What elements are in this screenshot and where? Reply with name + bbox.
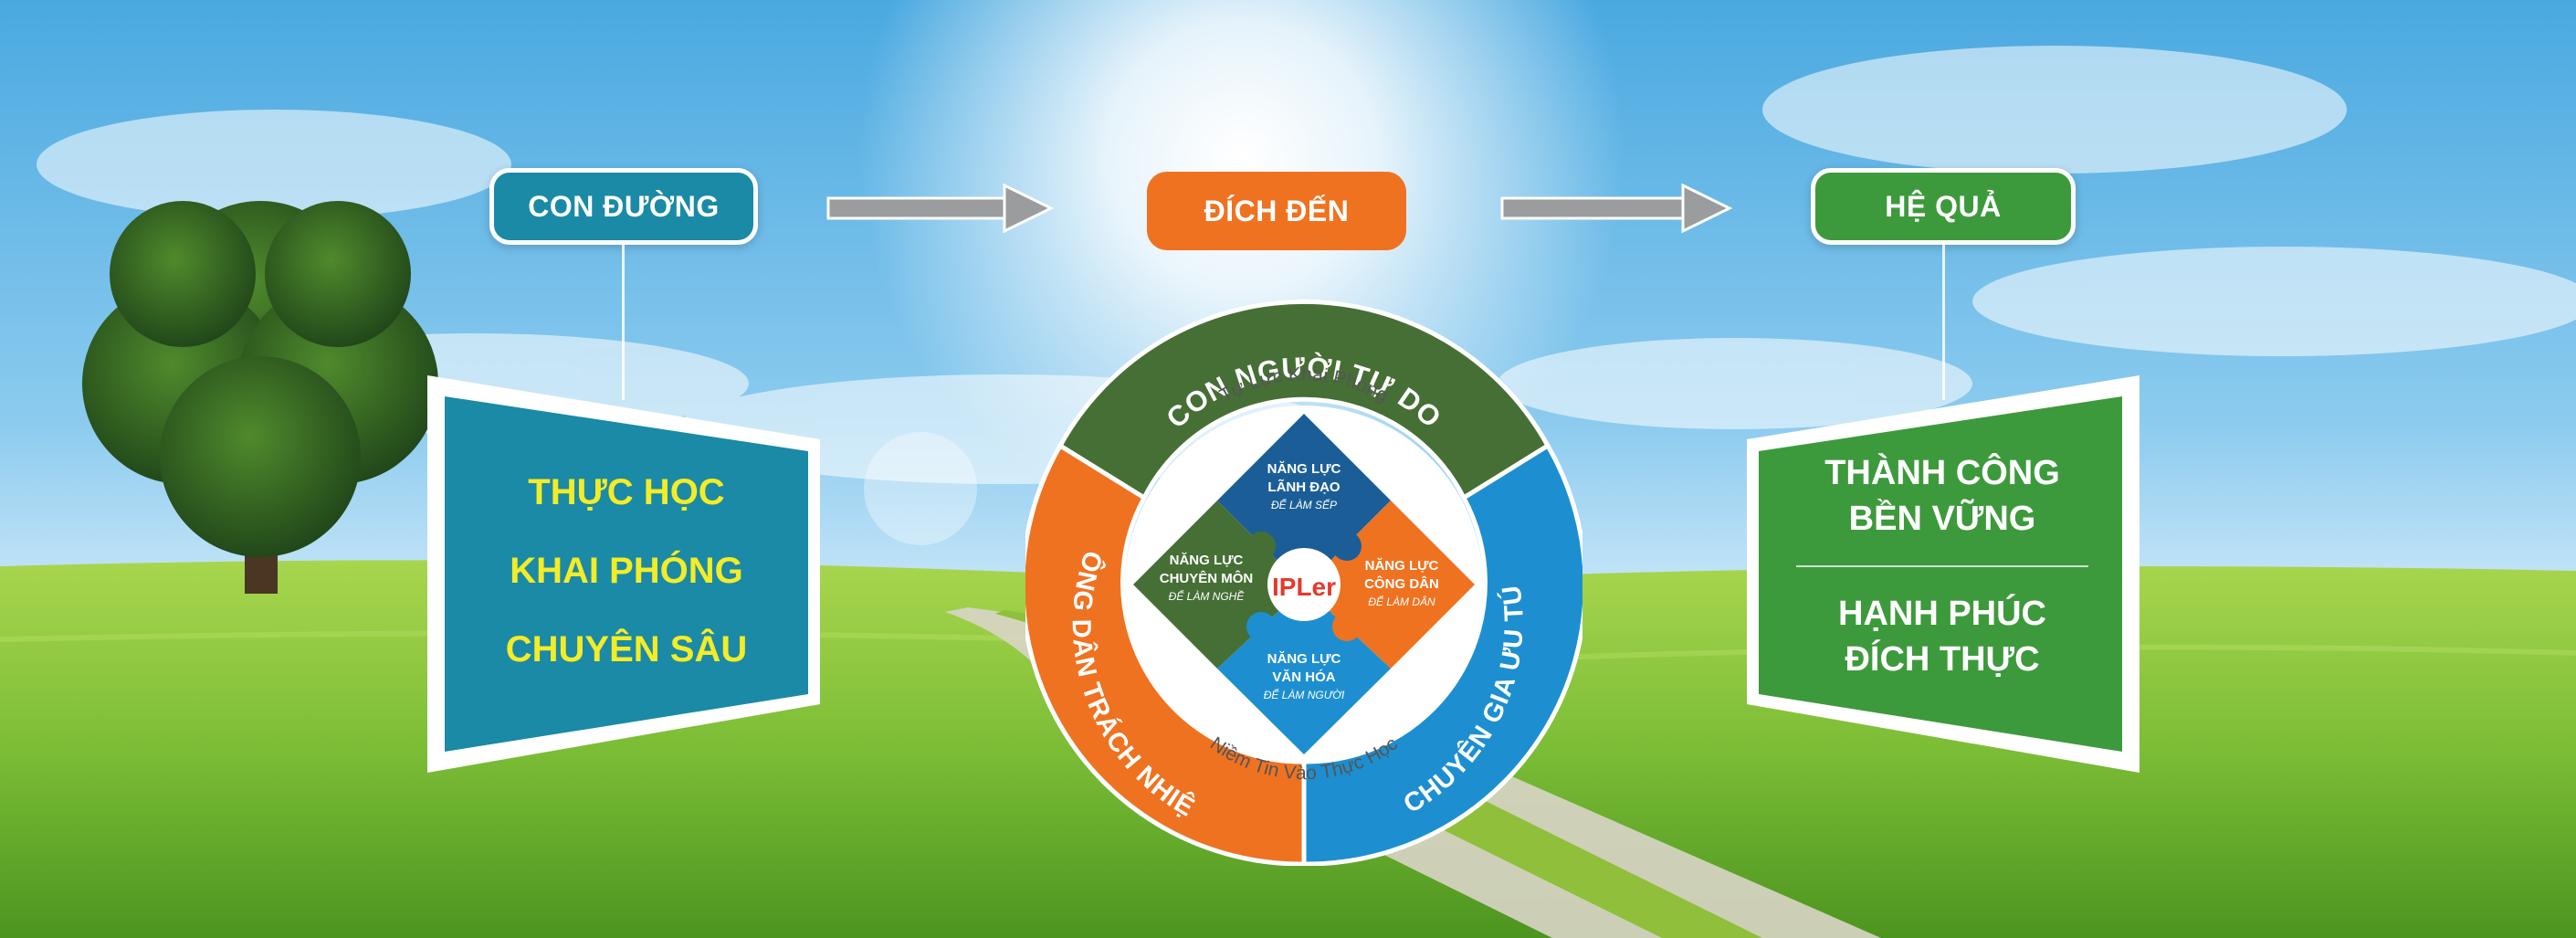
ipler-wheel: CON NGƯỜI TỰ DO CHUYÊN GIA ƯU TÚ CÔNG DÂ… — [1025, 300, 1582, 866]
segment-expert — [1301, 442, 1582, 866]
segment-free-person — [1057, 300, 1551, 501]
arrow-right-icon — [1500, 183, 1733, 234]
stage-destination-pill: ĐÍCH ĐẾN — [1147, 172, 1406, 250]
left-panel-line: CHUYÊN SÂU — [505, 629, 748, 669]
quadrant-leadership-title-2: LÃNH ĐẠO — [1267, 479, 1340, 495]
right-panel-divider — [1796, 565, 2088, 567]
connector-line — [622, 245, 625, 400]
quadrant-civic-subtitle: ĐỂ LÀM DÂN — [1368, 595, 1435, 608]
right-panel-line: THÀNH CÔNG — [1824, 454, 2060, 492]
right-panel-text: THÀNH CÔNG BỀN VỮNG HẠNH PHÚC ĐÍCH THỰC — [1761, 429, 2124, 703]
quadrant-culture-title-1: NĂNG LỰC — [1267, 651, 1341, 667]
quadrant-civic-title-1: NĂNG LỰC — [1365, 558, 1439, 574]
quadrant-civic-title-2: CÔNG DÂN — [1364, 575, 1439, 592]
connector-line — [1942, 245, 1945, 400]
quadrant-culture-subtitle: ĐỂ LÀM NGƯỜI — [1264, 688, 1345, 701]
stage-destination-label: ĐÍCH ĐẾN — [1204, 194, 1350, 227]
arrow-right-icon — [826, 183, 1055, 234]
segment-citizen — [1025, 442, 1307, 866]
quadrant-leadership-subtitle: ĐỂ LÀM SẾP — [1271, 498, 1337, 511]
quadrant-professional-title-1: NĂNG LỰC — [1170, 553, 1244, 568]
left-panel-text: THỰC HỌC KHAI PHÓNG CHUYÊN SÂU — [445, 402, 808, 740]
quadrant-leadership-title-1: NĂNG LỰC — [1267, 461, 1341, 477]
quadrant-culture-title-2: VĂN HÓA — [1272, 669, 1335, 685]
right-panel — [1747, 375, 2140, 773]
left-panel-line: KHAI PHÓNG — [510, 551, 743, 591]
left-panel-line: THỰC HỌC — [528, 472, 725, 512]
center-label: IPLer — [1272, 573, 1336, 601]
quadrant-professional-title-2: CHUYÊN MÔN — [1160, 570, 1254, 586]
right-panel-line: BỀN VỮNG — [1848, 500, 2036, 538]
quadrant-professional-subtitle: ĐỂ LÀM NGHỀ — [1169, 589, 1246, 603]
stage-result-pill: HỆ QUẢ — [1811, 168, 2076, 245]
stage-path-pill: CON ĐƯỜNG — [489, 168, 758, 245]
right-panel-line: ĐÍCH THỰC — [1845, 640, 2040, 679]
left-panel — [427, 375, 820, 773]
stage-result-label: HỆ QUẢ — [1885, 189, 2002, 223]
stage-path-label: CON ĐƯỜNG — [528, 189, 720, 223]
right-panel-line: HẠNH PHÚC — [1838, 595, 2046, 633]
